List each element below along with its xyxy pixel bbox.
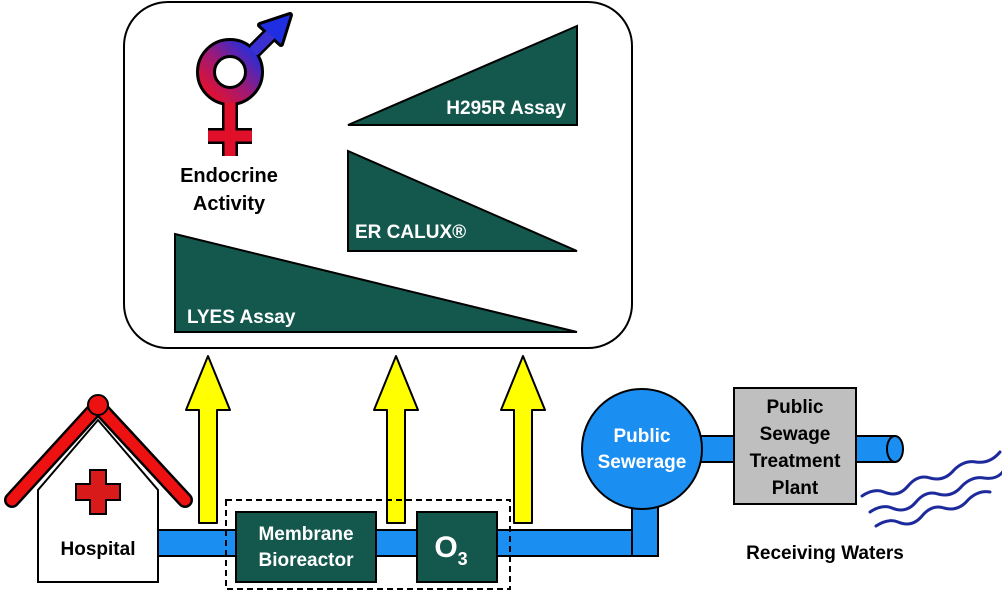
public-sewerage-label-line1: Public [613, 426, 670, 447]
membrane-bioreactor-label-line2: Bioreactor [258, 550, 354, 571]
hospital-label: Hospital [61, 539, 136, 560]
h295r-assay-label: H295R Assay [446, 98, 566, 119]
er-calux-label: ER CALUX® [355, 222, 466, 243]
er-calux-wedge [347, 149, 578, 252]
gender-symbol-icon [196, 12, 293, 156]
plant-label-line1: Public [766, 397, 823, 418]
lyes-assay-label: LYES Assay [187, 307, 296, 328]
public-sewerage-circle [581, 388, 703, 510]
plant-label-line2: Sewage [760, 424, 831, 445]
sewage-treatment-plant-box [733, 387, 857, 505]
arrow-up-icon [373, 355, 419, 524]
treatment-stage-box [225, 499, 511, 590]
endocrine-title-line1: Endocrine [180, 165, 278, 187]
arrow-up-icon [185, 355, 231, 524]
ozone-subscript: 3 [458, 549, 468, 569]
ozone-label: O3 [434, 531, 467, 569]
plant-label-line4: Plant [772, 478, 819, 499]
membrane-bioreactor-label-line1: Membrane [258, 524, 353, 545]
membrane-bioreactor-box [235, 511, 377, 583]
lyes-assay-wedge [174, 232, 578, 333]
hospital-building [4, 394, 193, 583]
endocrine-title-line2: Activity [193, 193, 266, 215]
water-waves-icon [860, 450, 1002, 528]
h295r-assay-wedge [347, 24, 578, 126]
public-sewerage-label-line2: Sewerage [598, 452, 687, 473]
ozone-box [416, 511, 498, 583]
medical-cross-icon [75, 469, 121, 515]
receiving-waters-label: Receiving Waters [746, 543, 904, 564]
arrow-up-icon [500, 355, 546, 524]
plant-label-line3: Treatment [750, 451, 841, 472]
